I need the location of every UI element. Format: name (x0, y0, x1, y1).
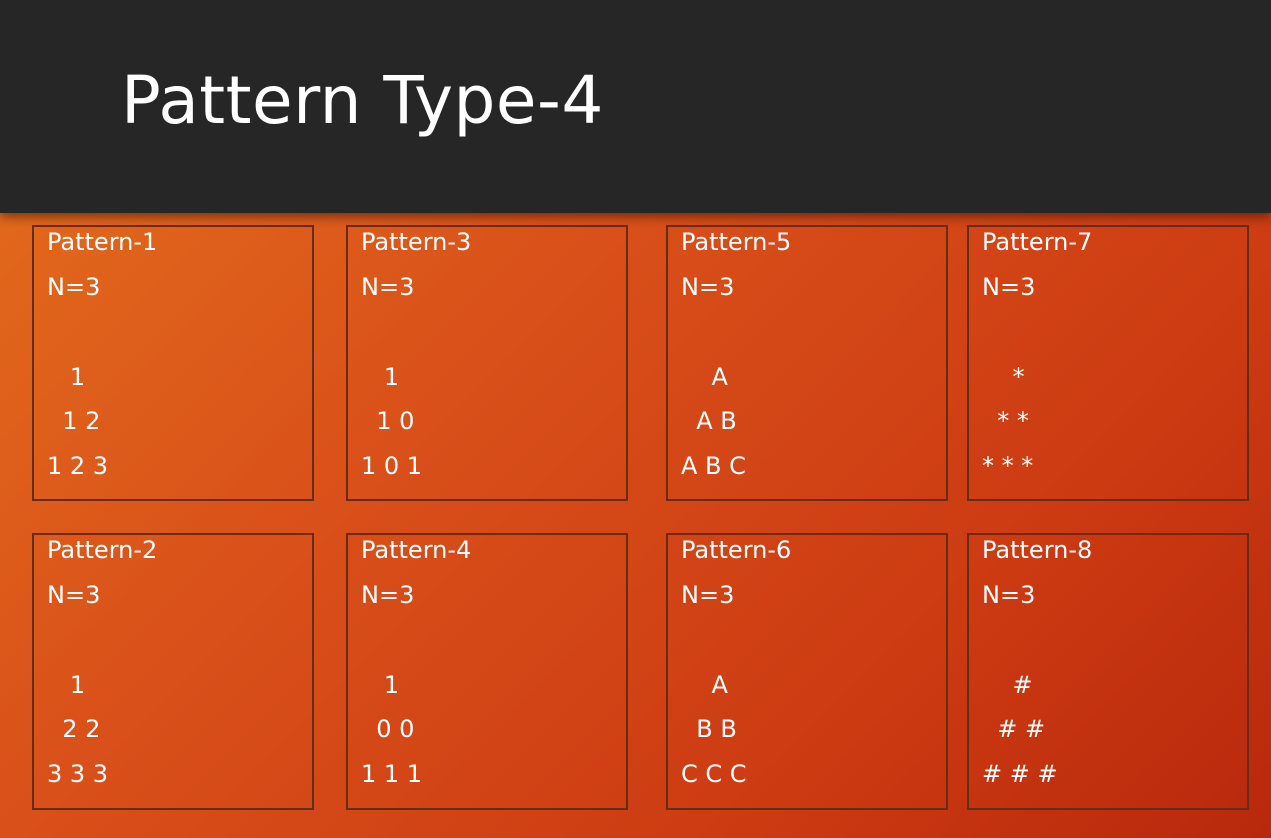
pattern-row-2: # # (982, 715, 1046, 743)
pattern-n-value: N=3 (47, 581, 101, 609)
pattern-row-2: 2 2 (47, 715, 101, 743)
pattern-row-3: # # # (982, 760, 1058, 788)
pattern-row-1: # (982, 671, 1033, 699)
pattern-n-value: N=3 (681, 581, 735, 609)
pattern-row-1: 1 (47, 363, 86, 391)
pattern-row-3: C C C (681, 760, 747, 788)
pattern-row-2: A B (681, 407, 737, 435)
pattern-row-2: * * (982, 407, 1029, 435)
pattern-card-7: Pattern-7 N=3 * * * * * * (967, 225, 1249, 501)
pattern-card-5: Pattern-5 N=3 A A B A B C (666, 225, 948, 501)
pattern-card-3: Pattern-3 N=3 1 1 0 1 0 1 (346, 225, 628, 501)
slide-title: Pattern Type-4 (121, 62, 604, 139)
pattern-row-2: B B (681, 715, 737, 743)
pattern-label: Pattern-1 (47, 228, 158, 256)
pattern-label: Pattern-2 (47, 536, 158, 564)
pattern-row-3: 1 1 1 (361, 760, 423, 788)
pattern-row-2: 1 2 (47, 407, 101, 435)
pattern-label: Pattern-4 (361, 536, 472, 564)
pattern-row-3: 1 2 3 (47, 452, 109, 480)
pattern-card-1: Pattern-1 N=3 1 1 2 1 2 3 (32, 225, 314, 501)
pattern-row-3: 1 0 1 (361, 452, 423, 480)
pattern-row-1: 1 (361, 363, 400, 391)
pattern-row-1: * (982, 363, 1025, 391)
pattern-row-2: 1 0 (361, 407, 415, 435)
pattern-label: Pattern-7 (982, 228, 1093, 256)
pattern-n-value: N=3 (982, 273, 1036, 301)
pattern-row-3: 3 3 3 (47, 760, 109, 788)
pattern-card-4: Pattern-4 N=3 1 0 0 1 1 1 (346, 533, 628, 810)
pattern-n-value: N=3 (681, 273, 735, 301)
title-bar: Pattern Type-4 (0, 0, 1271, 213)
pattern-row-1: A (681, 363, 728, 391)
pattern-row-3: * * * (982, 452, 1034, 480)
pattern-row-1: A (681, 671, 728, 699)
pattern-card-6: Pattern-6 N=3 A B B C C C (666, 533, 948, 810)
pattern-label: Pattern-6 (681, 536, 792, 564)
pattern-label: Pattern-3 (361, 228, 472, 256)
pattern-n-value: N=3 (361, 273, 415, 301)
pattern-label: Pattern-5 (681, 228, 792, 256)
pattern-n-value: N=3 (361, 581, 415, 609)
pattern-n-value: N=3 (47, 273, 101, 301)
pattern-card-2: Pattern-2 N=3 1 2 2 3 3 3 (32, 533, 314, 810)
pattern-n-value: N=3 (982, 581, 1036, 609)
pattern-row-3: A B C (681, 452, 746, 480)
pattern-label: Pattern-8 (982, 536, 1093, 564)
pattern-row-2: 0 0 (361, 715, 415, 743)
pattern-card-8: Pattern-8 N=3 # # # # # # (967, 533, 1249, 810)
pattern-row-1: 1 (47, 671, 86, 699)
pattern-row-1: 1 (361, 671, 400, 699)
